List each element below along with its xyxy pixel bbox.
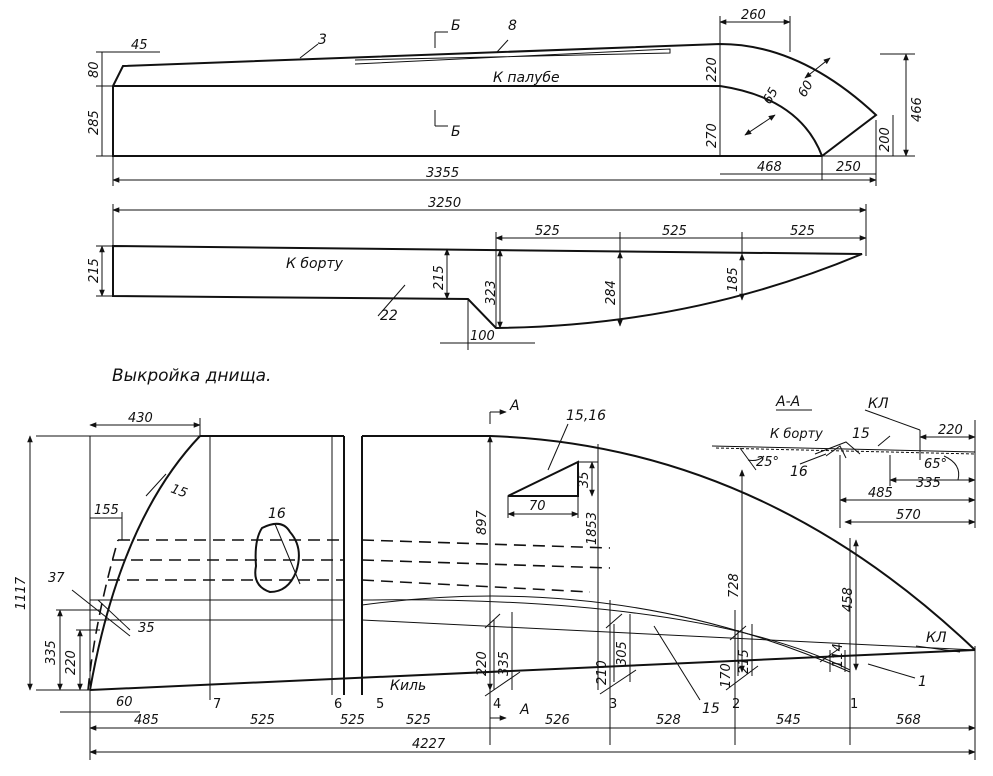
dim-305: 305 bbox=[615, 641, 630, 666]
dim-528: 528 bbox=[656, 713, 681, 728]
dim-270: 270 bbox=[705, 123, 720, 148]
dim-485-aa: 485 bbox=[868, 486, 893, 501]
dim-210: 210 bbox=[595, 660, 610, 685]
dim-545: 545 bbox=[776, 713, 801, 728]
dim-250: 250 bbox=[836, 160, 861, 175]
dim-100: 100 bbox=[470, 329, 495, 344]
stringer-lines bbox=[87, 539, 976, 691]
dim-526: 526 bbox=[545, 713, 570, 728]
dim-897: 897 bbox=[475, 509, 490, 535]
dim-185: 185 bbox=[726, 267, 741, 292]
section-aa-title: А-А bbox=[775, 394, 800, 410]
station-5: 5 bbox=[376, 697, 384, 712]
dim-458: 458 bbox=[841, 587, 856, 612]
dim-335-st4: 335 bbox=[497, 651, 512, 676]
dim-570-aa: 570 bbox=[896, 508, 921, 523]
part-label-8: 8 bbox=[508, 18, 517, 34]
dim-60: 60 bbox=[116, 695, 133, 710]
dim-215-left: 215 bbox=[87, 258, 102, 283]
dim-728: 728 bbox=[727, 573, 742, 598]
dim-170: 170 bbox=[719, 663, 734, 688]
dim-1117: 1117 bbox=[14, 576, 29, 610]
dim-3250: 3250 bbox=[428, 196, 461, 211]
dim-35-detail: 35 bbox=[577, 471, 592, 488]
strip-part-8 bbox=[354, 48, 671, 65]
dim-114: 114 bbox=[831, 643, 846, 668]
drawing-caption: Выкройка днища. bbox=[112, 366, 271, 386]
side-panel-dimensions bbox=[96, 204, 867, 350]
dim-35-left: 35 bbox=[138, 621, 155, 636]
dim-525-a: 525 bbox=[250, 713, 275, 728]
dim-220-st4: 220 bbox=[475, 651, 490, 676]
dim-215-step: 215 bbox=[432, 265, 447, 290]
detail-15-16 bbox=[507, 423, 598, 518]
dim-220-aa: 220 bbox=[938, 423, 963, 438]
kl-label: КЛ bbox=[926, 630, 947, 646]
dim-525-a: 525 bbox=[535, 224, 560, 239]
top-panel-dimensions bbox=[96, 16, 915, 186]
station-3: 3 bbox=[609, 697, 617, 712]
part-label-22: 22 bbox=[380, 308, 398, 324]
dim-70: 70 bbox=[529, 499, 546, 514]
station-6: 6 bbox=[334, 697, 342, 712]
dim-260: 260 bbox=[741, 8, 766, 23]
dim-1853: 1853 bbox=[585, 512, 600, 545]
section-mark-b-top: Б bbox=[451, 18, 461, 34]
dim-525-c: 525 bbox=[406, 713, 431, 728]
section-a-bottom: А bbox=[519, 702, 530, 718]
dim-60: 60 bbox=[795, 78, 816, 100]
part-label-3: 3 bbox=[318, 32, 327, 48]
dim-525-c: 525 bbox=[790, 224, 815, 239]
dim-220: 220 bbox=[705, 57, 720, 82]
dim-285: 285 bbox=[87, 110, 102, 135]
section-aa bbox=[711, 409, 976, 528]
dim-80: 80 bbox=[87, 61, 102, 78]
dim-155: 155 bbox=[94, 503, 119, 518]
dim-335-aa: 335 bbox=[916, 476, 941, 491]
dim-25-deg: 25° bbox=[756, 455, 779, 470]
dim-430: 430 bbox=[128, 411, 153, 426]
dim-220-left: 220 bbox=[64, 650, 79, 675]
station-7: 7 bbox=[213, 697, 221, 712]
dim-3355: 3355 bbox=[426, 166, 459, 181]
dim-568: 568 bbox=[896, 713, 921, 728]
section-aa-kl: КЛ bbox=[868, 396, 889, 412]
dim-485: 485 bbox=[134, 713, 159, 728]
dim-45: 45 bbox=[131, 38, 148, 53]
deck-edge-line bbox=[113, 85, 823, 157]
section-aa-part-16: 16 bbox=[790, 464, 808, 480]
side-edge-label: К борту bbox=[286, 256, 344, 272]
station-1: 1 bbox=[850, 697, 858, 712]
keel-label: Киль bbox=[390, 678, 426, 694]
station-4: 4 bbox=[493, 697, 501, 712]
dim-284: 284 bbox=[604, 280, 619, 305]
dim-215-st2: 215 bbox=[737, 649, 752, 674]
station-2: 2 bbox=[732, 697, 740, 712]
section-mark-b-bottom: Б bbox=[451, 124, 461, 140]
part-label-15: 15 bbox=[702, 701, 720, 717]
dim-468: 468 bbox=[757, 160, 782, 175]
section-aa-edge-label: К борту bbox=[770, 427, 823, 442]
dim-4227: 4227 bbox=[412, 737, 446, 752]
dim-65: 65 bbox=[760, 85, 781, 107]
section-aa-part-15: 15 bbox=[852, 426, 870, 442]
dim-200: 200 bbox=[878, 127, 893, 152]
part-16-blob bbox=[254, 522, 300, 594]
dim-525-b: 525 bbox=[662, 224, 687, 239]
section-a-top: А bbox=[509, 398, 520, 414]
detail-label-15-16: 15,16 bbox=[566, 408, 606, 424]
dim-15-nose: 15 bbox=[169, 482, 190, 502]
bottom-dimension-lines bbox=[27, 418, 976, 755]
dim-37: 37 bbox=[48, 571, 65, 586]
part-label-16: 16 bbox=[268, 506, 286, 522]
dim-65-deg: 65° bbox=[924, 457, 947, 472]
dim-335-left: 335 bbox=[44, 640, 59, 665]
section-a-marks bbox=[489, 409, 507, 721]
dim-466: 466 bbox=[910, 97, 925, 122]
deck-edge-label: К палубе bbox=[493, 70, 560, 86]
dim-525-b: 525 bbox=[340, 713, 365, 728]
dim-323: 323 bbox=[484, 280, 499, 305]
part-label-1: 1 bbox=[918, 674, 927, 690]
